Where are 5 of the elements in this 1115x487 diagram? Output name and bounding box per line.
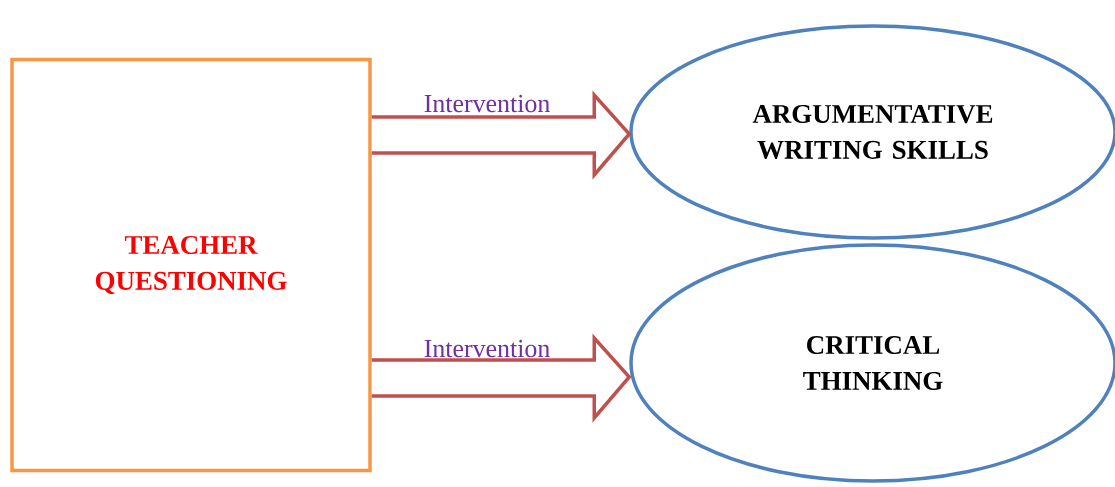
edge-label: Intervention bbox=[424, 339, 550, 358]
block-arrow bbox=[370, 90, 632, 180]
block-arrow bbox=[370, 333, 632, 423]
edge-label: Intervention bbox=[424, 94, 550, 113]
process-box: TEACHER QUESTIONING bbox=[10, 57, 372, 473]
